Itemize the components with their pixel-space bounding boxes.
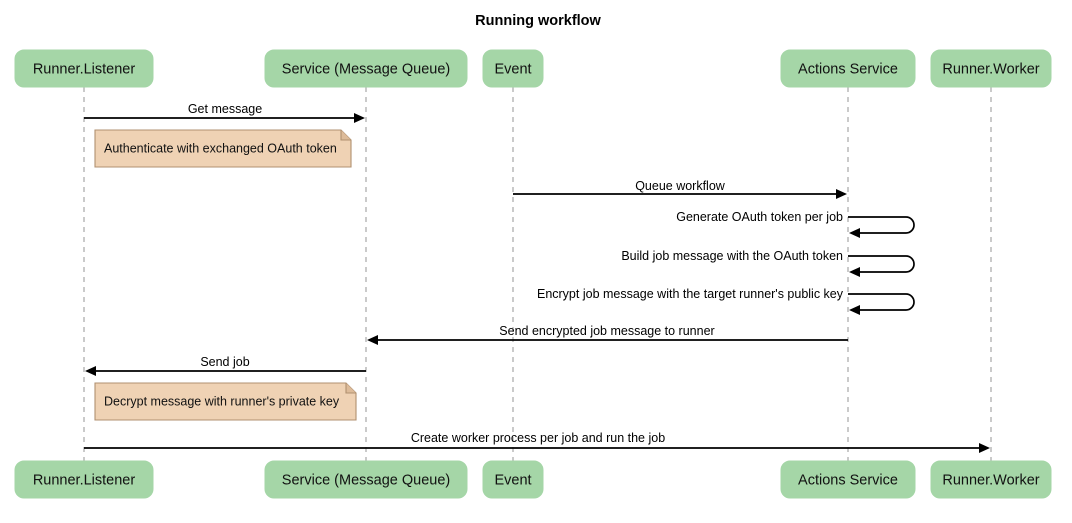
participant-box-runner-worker[interactable]	[930, 49, 1052, 88]
arrowhead-send-encrypted-job-message	[367, 335, 378, 345]
participant-box-runner-listener-footer[interactable]	[14, 460, 154, 499]
participant-header-row: Runner.Listener Service (Message Queue) Ev…	[14, 49, 1052, 88]
message-build-job-message: Build job message with the OAuth token	[621, 249, 915, 277]
arrowhead-create-worker-process	[979, 443, 990, 453]
participant-box-runner-listener[interactable]	[14, 49, 154, 88]
note-label-authenticate-note: Authenticate with exchanged OAuth token	[104, 141, 337, 155]
note-fold-icon-decrypt-note	[345, 383, 356, 394]
message-encrypt-job-message: Encrypt job message with the target runn…	[537, 287, 915, 315]
participant-box-runner-worker-footer[interactable]	[930, 460, 1052, 499]
self-loop-path-generate-oauth-token	[848, 216, 915, 234]
participant-label-event: Event	[494, 61, 531, 77]
page-title: Running workflow	[475, 13, 601, 29]
message-queue-workflow: Queue workflow	[513, 179, 847, 199]
note-body-authenticate-note	[94, 129, 352, 168]
message-label-send-job: Send job	[200, 355, 249, 369]
participant-label-service-mq-footer: Service (Message Queue)	[282, 472, 450, 488]
participant-box-event-footer[interactable]	[482, 460, 544, 499]
message-label-get-message: Get message	[188, 102, 262, 116]
note-label-decrypt-note: Decrypt message with runner's private ke…	[104, 394, 340, 408]
note-body-decrypt-note	[94, 382, 357, 421]
participant-box-service-mq-footer[interactable]	[264, 460, 468, 499]
participant-box-actions-service[interactable]	[780, 49, 916, 88]
participant-box-event[interactable]	[482, 49, 544, 88]
participant-label-actions-service: Actions Service	[798, 61, 898, 77]
arrowhead-get-message	[354, 113, 365, 123]
arrowhead-generate-oauth-token	[849, 228, 860, 238]
message-create-worker-process: Create worker process per job and run th…	[84, 431, 990, 453]
arrowhead-queue-workflow	[836, 189, 847, 199]
message-label-encrypt-job-message: Encrypt job message with the target runn…	[537, 287, 844, 301]
message-get-message: Get message	[84, 102, 365, 123]
participant-footer-row: Runner.Listener Service (Message Queue) Ev…	[14, 460, 1052, 499]
notes-group: Authenticate with exchanged OAuth tokenD…	[94, 129, 357, 421]
message-label-build-job-message: Build job message with the OAuth token	[621, 249, 843, 263]
self-loop-path-encrypt-job-message	[848, 293, 915, 311]
lifelines-group	[83, 87, 992, 461]
message-label-generate-oauth-token: Generate OAuth token per job	[676, 210, 843, 224]
message-send-job: Send job	[85, 355, 366, 376]
participant-box-actions-service-footer[interactable]	[780, 460, 916, 499]
participant-label-service-mq: Service (Message Queue)	[282, 61, 450, 77]
participant-label-actions-service-footer: Actions Service	[798, 472, 898, 488]
participant-label-event-footer: Event	[494, 472, 531, 488]
message-send-encrypted-job-message: Send encrypted job message to runner	[367, 324, 848, 345]
self-loop-path-build-job-message	[848, 255, 915, 273]
note-fold-icon-authenticate-note	[340, 130, 351, 141]
arrowhead-encrypt-job-message	[849, 305, 860, 315]
message-label-create-worker-process: Create worker process per job and run th…	[411, 431, 665, 445]
message-label-queue-workflow: Queue workflow	[635, 179, 726, 193]
participant-box-service-mq[interactable]	[264, 49, 468, 88]
participant-label-runner-worker: Runner.Worker	[942, 61, 1039, 77]
message-label-send-encrypted-job-message: Send encrypted job message to runner	[499, 324, 714, 338]
message-generate-oauth-token: Generate OAuth token per job	[676, 210, 915, 238]
arrowhead-build-job-message	[849, 267, 860, 277]
participant-label-runner-listener-footer: Runner.Listener	[33, 472, 136, 488]
note-decrypt-note: Decrypt message with runner's private ke…	[94, 382, 357, 421]
participant-label-runner-listener: Runner.Listener	[33, 61, 136, 77]
participant-label-runner-worker-footer: Runner.Worker	[942, 472, 1039, 488]
arrowhead-send-job	[85, 366, 96, 376]
note-authenticate-note: Authenticate with exchanged OAuth token	[94, 129, 352, 168]
